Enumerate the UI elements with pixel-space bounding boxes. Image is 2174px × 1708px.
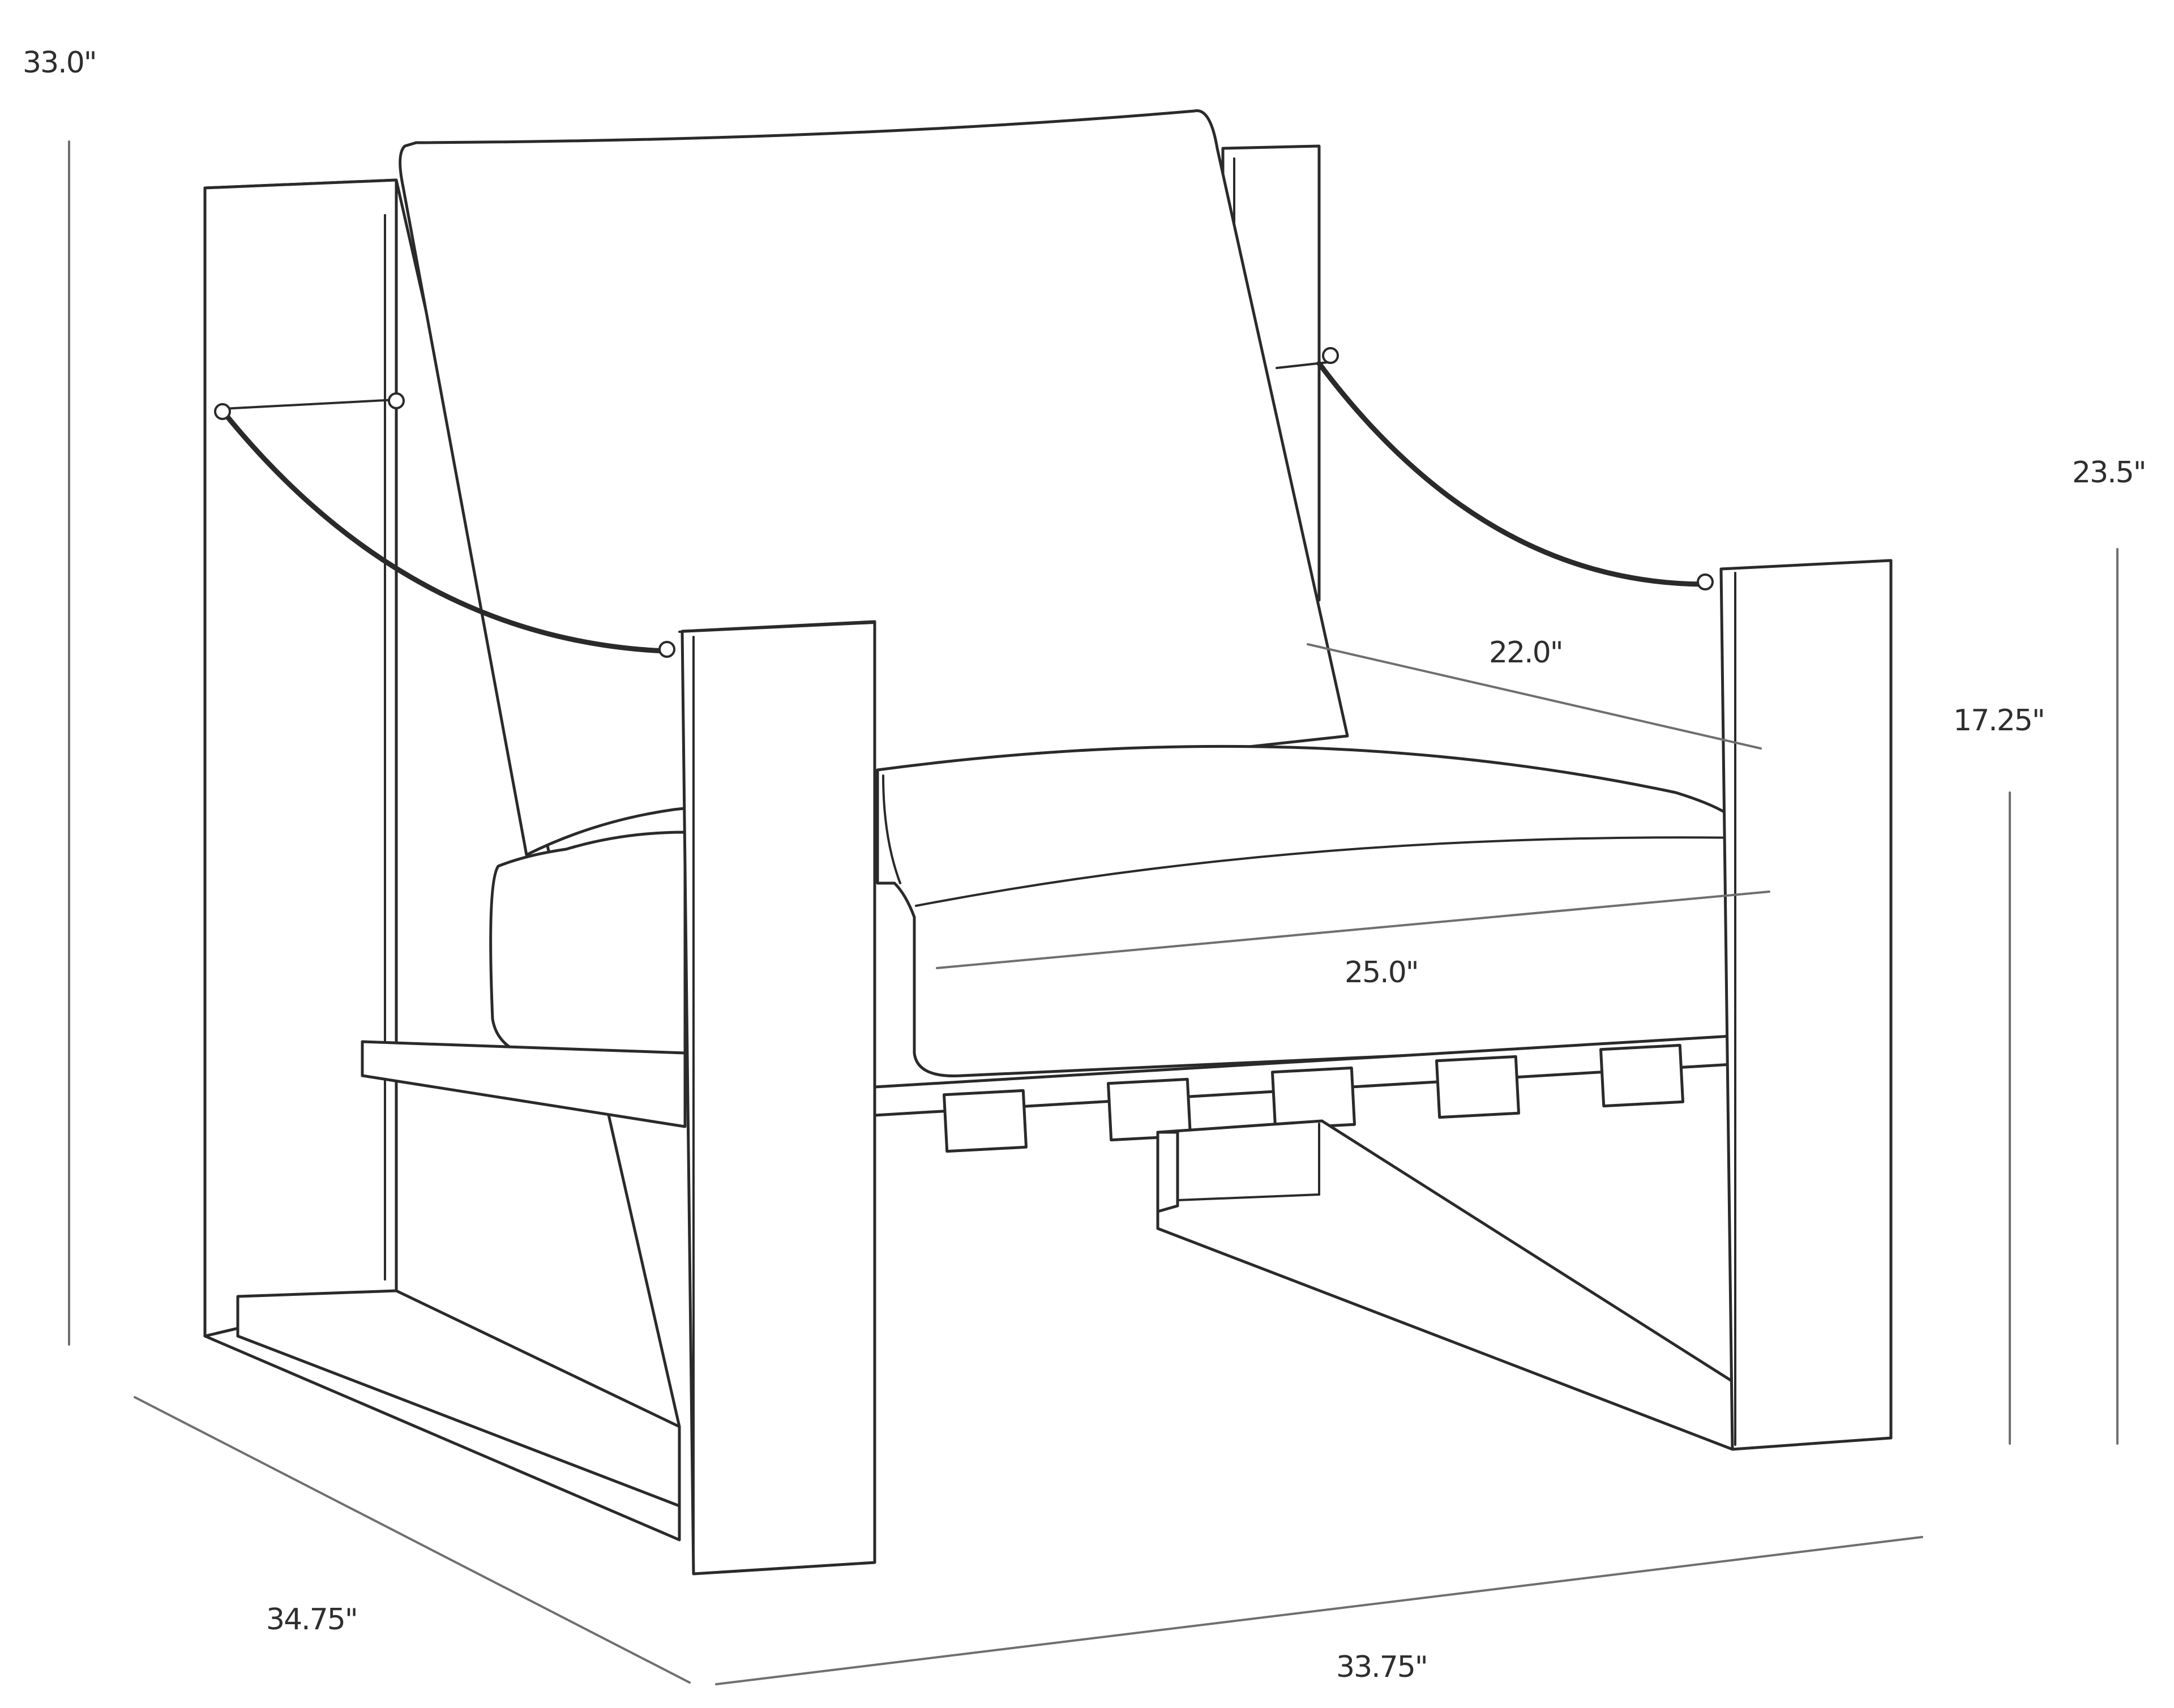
back-left-frame bbox=[203, 178, 681, 1542]
overall-depth-dimension-line bbox=[134, 1396, 691, 1684]
overall-height-label: 33.0" bbox=[23, 46, 96, 80]
back-cushion bbox=[399, 109, 1349, 857]
overall-width-label: 33.75" bbox=[1336, 1650, 1427, 1684]
seat-height-label: 17.25" bbox=[1953, 704, 2044, 738]
seat-depth-label: 22.0" bbox=[1489, 636, 1563, 670]
front-right-arm-post bbox=[1719, 559, 1893, 1451]
front-left-arm-post bbox=[678, 620, 876, 1576]
seat-webbing bbox=[361, 1034, 1734, 1153]
seat-width-label: 25.0" bbox=[1345, 956, 1418, 990]
overall-width-dimension-line bbox=[715, 1536, 1923, 1685]
seat-width-dimension-line bbox=[936, 891, 1770, 969]
seat-cushion bbox=[489, 744, 1751, 1077]
dimension-lines bbox=[68, 140, 2119, 1685]
overall-depth-label: 34.75" bbox=[266, 1603, 357, 1637]
seat-depth-dimension-line bbox=[1307, 643, 1762, 750]
right-base-runner bbox=[1156, 1119, 1734, 1451]
arm-height-label: 23.5" bbox=[2072, 456, 2146, 490]
arm-slings bbox=[214, 347, 1714, 658]
